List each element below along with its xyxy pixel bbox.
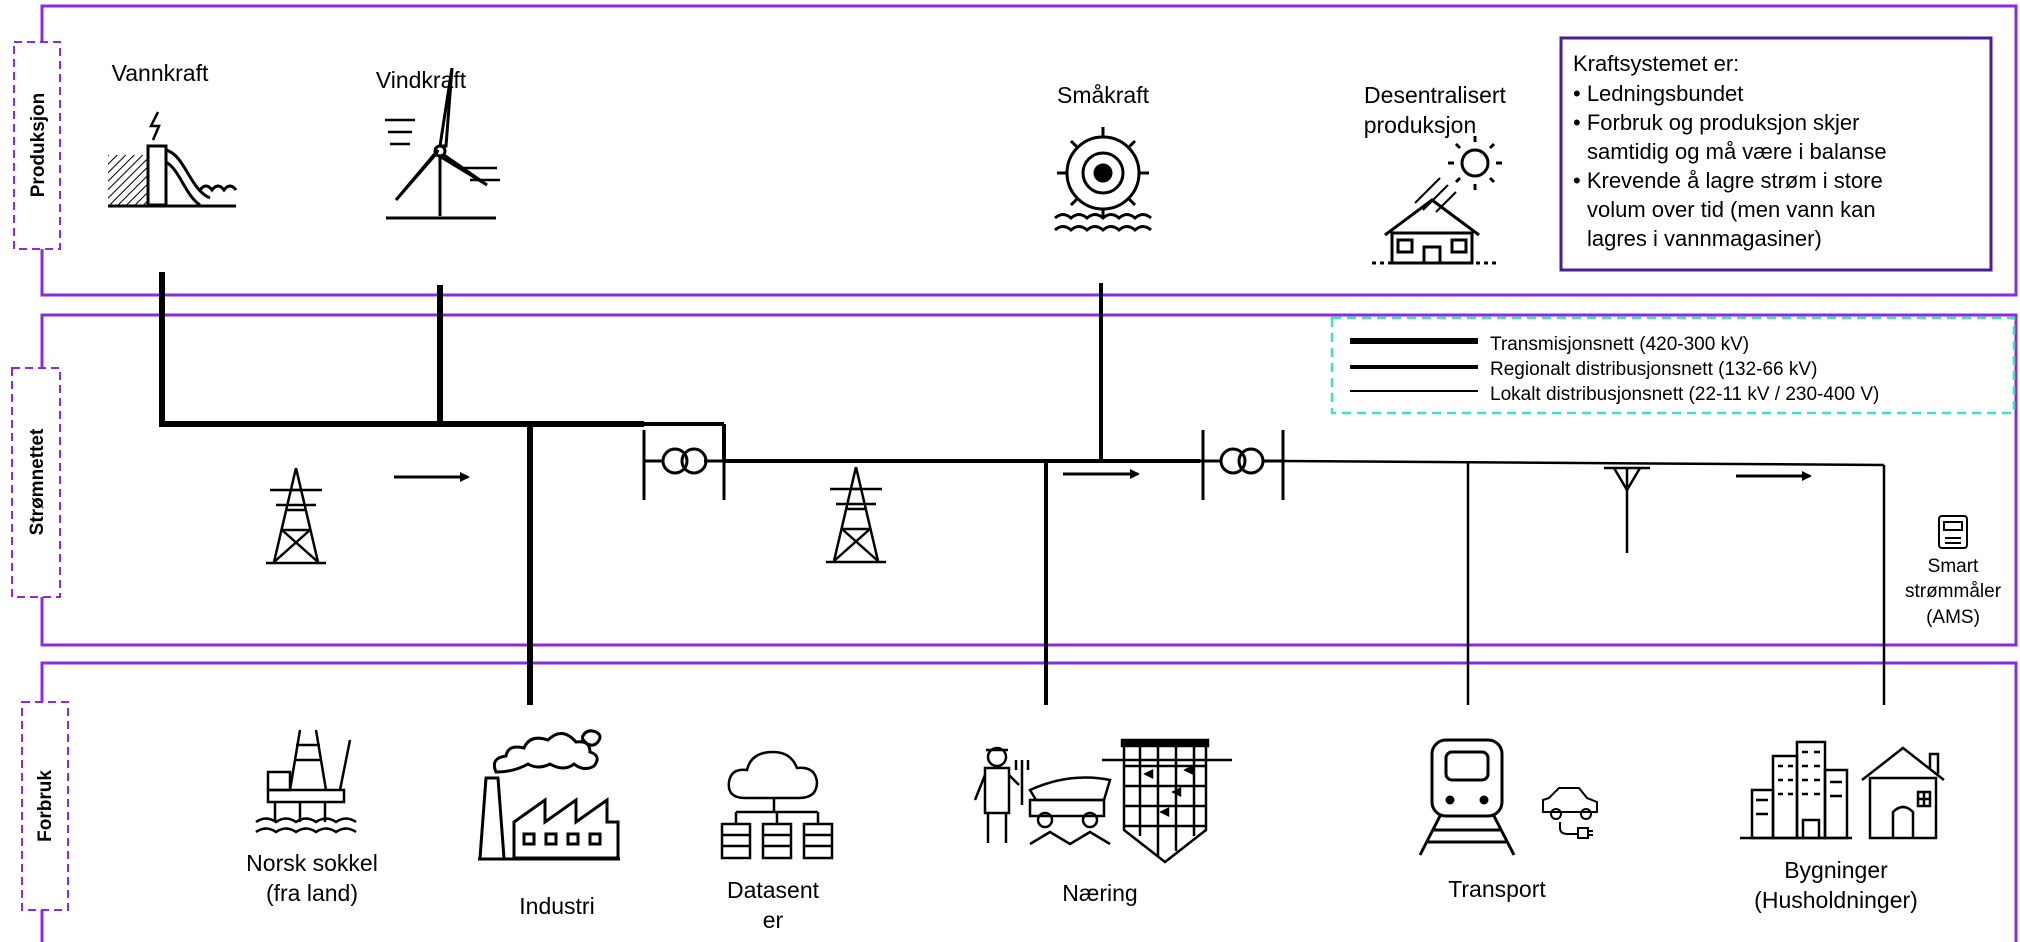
label-buildings-2: (Husholdninger) [1754,887,1918,913]
label-datacenter-1: Datasent [727,877,820,903]
section-label-consumption: Forbruk [35,770,56,842]
info-line-3: samtidig og må være i balanse [1587,139,1887,164]
pylon-icon-2 [826,466,886,564]
label-buildings-1: Bygninger [1784,857,1888,883]
agriculture-icon [973,746,1112,846]
legend-label-regional: Regionalt distribusjonsnett (132-66 kV) [1490,359,1817,380]
tab-consumption: Forbruk [21,701,69,911]
label-datacenter-2: er [763,907,784,933]
hydropower-icon [108,111,238,208]
regional-lines [644,283,1200,705]
electric-car-icon [1542,787,1598,839]
info-line-6: lagres i vannmagasiner) [1587,226,1822,251]
city-buildings-icon [1740,740,1852,840]
label-hydro: Vannkraft [112,60,209,86]
offshore-platform-icon [255,729,357,834]
tab-production: Produksjon [13,41,61,250]
info-box: Kraftsystemet er: • Ledningsbundet • For… [1559,36,1993,272]
legend-label-transmission: Transmisjonsnett (420-300 kV) [1490,334,1749,355]
wind-turbine-icon [385,67,500,220]
label-transport: Transport [1448,876,1546,902]
factory-icon [478,729,620,861]
legend-label-local: Lokalt distribusjonsnett (22-11 kV / 230… [1490,384,1879,405]
info-line-2: • Forbruk og produksjon skjer [1573,110,1860,135]
transformer-1 [642,430,726,500]
label-decentral-1: Desentralisert [1364,82,1506,108]
label-small-hydro: Småkraft [1057,82,1150,108]
section-label-grid: Strømnettet [27,428,48,535]
label-business: Næring [1062,880,1137,906]
train-icon [1418,738,1516,856]
pylon-icon-1 [266,467,326,565]
legend: Transmisjonsnett (420-300 kV) Regionalt … [1330,316,2016,415]
smart-meter-label-3: (AMS) [1926,607,1980,628]
label-offshore-1: Norsk sokkel [246,850,378,876]
transformer-2 [1200,430,1285,500]
info-line-1: • Ledningsbundet [1573,81,1743,106]
local-lines [1282,459,1886,705]
info-title: Kraftsystemet er: [1573,51,1739,76]
datacenter-icon [720,750,834,860]
smart-meter-label-1: Smart [1928,556,1979,577]
fish-farm-icon [1102,738,1232,864]
info-line-4: • Krevende å lagre strøm i store [1573,168,1883,193]
transmission-lines [159,272,644,705]
section-label-production: Produksjon [28,93,49,198]
tab-grid: Strømnettet [11,367,61,598]
small-hydro-icon [1054,127,1152,232]
smart-meter-label-2: strømmåler [1905,581,2002,602]
label-decentral-2: produksjon [1364,112,1477,138]
solar-house-icon [1372,136,1502,265]
house-icon [1861,746,1945,840]
distribution-pole-icon [1604,466,1650,553]
label-industry: Industri [519,893,594,919]
label-offshore-2: (fra land) [266,880,358,906]
smart-meter-icon [1938,515,1968,549]
info-line-5: volum over tid (men vann kan [1587,197,1876,222]
